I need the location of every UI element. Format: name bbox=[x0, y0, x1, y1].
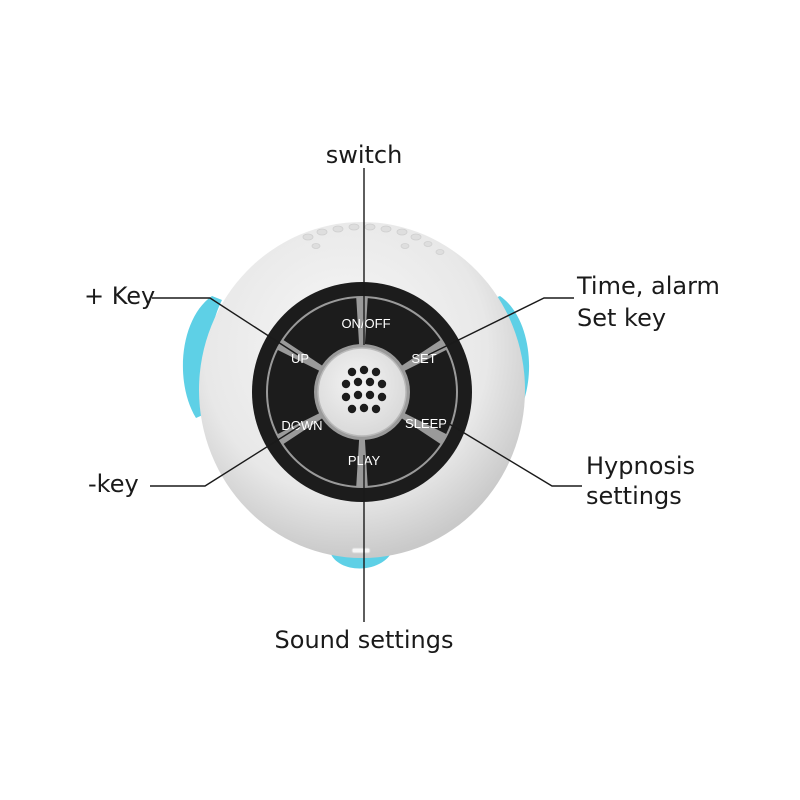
leader-plus-key bbox=[152, 297, 299, 356]
speaker-hole bbox=[347, 367, 357, 377]
leader-time-alarm bbox=[427, 297, 574, 356]
key-segment-on-off[interactable] bbox=[364, 298, 441, 366]
speaker-center bbox=[317, 347, 407, 437]
speaker-hole bbox=[377, 379, 387, 389]
top-vent-holes bbox=[302, 223, 445, 255]
leader-minus-key bbox=[150, 425, 301, 487]
leader-hypnosis bbox=[445, 421, 582, 487]
key-segment-down[interactable] bbox=[268, 350, 320, 434]
callout-switch: switch bbox=[326, 141, 403, 169]
bottom-slot bbox=[351, 547, 371, 554]
speaker-grille-icon bbox=[341, 365, 387, 414]
callout-minus-key: -key bbox=[88, 470, 139, 498]
key-segment-up[interactable] bbox=[283, 298, 360, 366]
key-segments bbox=[268, 298, 456, 486]
callout-hypnosis-line1: Hypnosis bbox=[586, 452, 695, 480]
callout-hypnosis-line2: settings bbox=[586, 482, 682, 510]
callout-sound-settings: Sound settings bbox=[275, 626, 454, 654]
callout-time-alarm-line1: Time, alarm bbox=[576, 272, 720, 300]
key-segment-sleep[interactable] bbox=[364, 418, 441, 486]
speaker-hole bbox=[353, 377, 363, 387]
key-label-sleep[interactable]: SLEEP bbox=[405, 416, 447, 431]
speaker-hole bbox=[347, 404, 357, 414]
speaker-hole bbox=[359, 403, 369, 413]
speaker-hole bbox=[341, 379, 351, 389]
key-label-on-off[interactable]: ON/OFF bbox=[341, 316, 390, 331]
speaker-hole bbox=[365, 377, 375, 387]
speaker-hole bbox=[377, 392, 387, 402]
key-label-up[interactable]: UP bbox=[291, 351, 309, 366]
speaker-hole bbox=[341, 392, 351, 402]
speaker-hole bbox=[359, 365, 369, 375]
key-segment-set[interactable] bbox=[404, 350, 456, 434]
key-label-set[interactable]: SET bbox=[411, 351, 436, 366]
leader-lines bbox=[150, 168, 582, 622]
key-label-down[interactable]: DOWN bbox=[281, 418, 322, 433]
callout-time-alarm-line2: Set key bbox=[577, 304, 666, 332]
speaker-hole bbox=[371, 367, 381, 377]
speaker-hole bbox=[371, 404, 381, 414]
speaker-hole bbox=[365, 390, 375, 400]
key-segment-play[interactable] bbox=[283, 418, 360, 486]
speaker-hole bbox=[353, 390, 363, 400]
callout-plus-key: + Key bbox=[84, 282, 155, 310]
